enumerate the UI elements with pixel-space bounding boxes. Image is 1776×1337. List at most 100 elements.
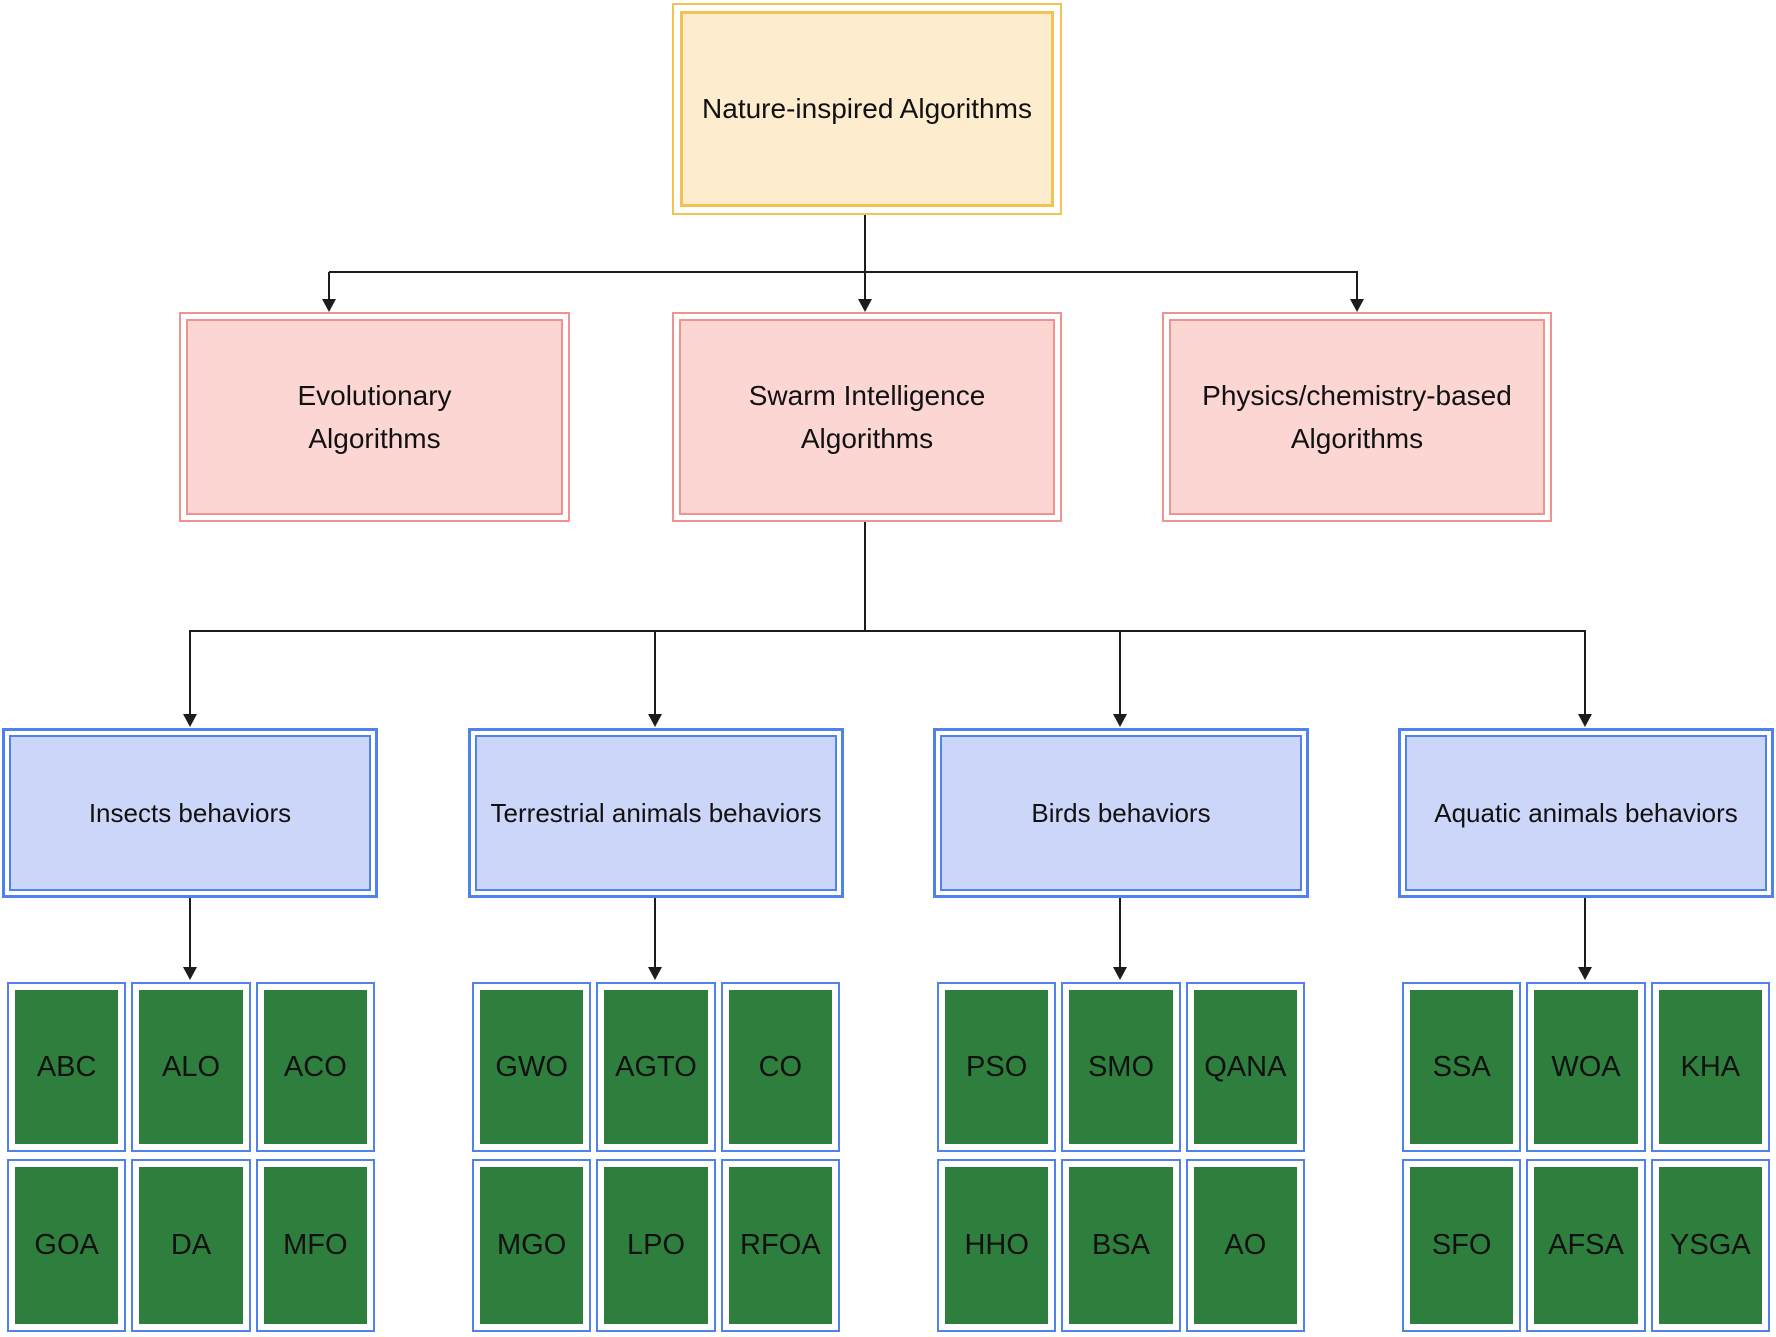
algorithm-label-abc: ABC: [36, 1050, 97, 1083]
algorithm-label-ssa: SSA: [1432, 1050, 1491, 1083]
aquatic-node-fill: Aquatic animals behaviors: [1405, 735, 1767, 891]
connector-drop-evolutionary: [328, 272, 330, 300]
algorithm-label-gwo: GWO: [495, 1050, 568, 1083]
arrowhead-aquatic: [1578, 714, 1592, 727]
connector-drop-insects: [189, 631, 191, 715]
connector-birds-to-grid: [1119, 898, 1121, 968]
node-algorithm-sfo: SFO: [1402, 1159, 1522, 1332]
swarm-node-fill: Swarm Intelligence Algorithms: [679, 319, 1055, 515]
algorithm-label-smo: SMO: [1087, 1050, 1155, 1083]
connector-drop-birds: [1119, 631, 1121, 715]
algorithm-label-mfo: MFO: [283, 1229, 348, 1261]
connector-insects-to-grid: [189, 898, 191, 968]
algorithm-label-qana: QANA: [1204, 1050, 1287, 1083]
connector-terrestrial-to-grid: [654, 898, 656, 968]
node-algorithm-agto: AGTO: [596, 982, 716, 1152]
node-algorithm-afsa: AFSA: [1526, 1159, 1646, 1332]
node-evolutionary-algorithms: Evolutionary Algorithms: [179, 312, 570, 522]
algorithm-label-lpo: LPO: [626, 1229, 685, 1261]
algorithm-label-aco: ACO: [283, 1050, 347, 1083]
node-algorithm-ao: AO: [1185, 1159, 1305, 1332]
physics-node-fill: Physics/chemistry-based Algorithms: [1169, 319, 1545, 515]
aquatic-label: Aquatic animals behaviors: [1434, 797, 1738, 828]
connector-level3-branch: [189, 630, 1586, 632]
node-insects-behaviors: Insects behaviors: [2, 728, 378, 898]
algorithm-label-goa: GOA: [34, 1229, 99, 1261]
node-algorithm-woa: WOA: [1526, 982, 1646, 1152]
algorithm-label-sfo: SFO: [1431, 1229, 1492, 1261]
arrowhead-birds-grid: [1113, 967, 1127, 980]
connector-drop-physics: [1356, 272, 1358, 300]
node-terrestrial-animals-behaviors: Terrestrial animals behaviors: [468, 728, 844, 898]
node-algorithm-goa: GOA: [7, 1159, 127, 1332]
algorithm-label-mgo: MGO: [497, 1229, 567, 1261]
node-aquatic-animals-behaviors: Aquatic animals behaviors: [1398, 728, 1774, 898]
connector-level2-branch: [329, 271, 1358, 273]
swarm-label-line2: Algorithms: [800, 423, 934, 454]
node-algorithm-qana: QANA: [1185, 982, 1305, 1152]
arrowhead-aquatic-grid: [1578, 967, 1592, 980]
connector-drop-terrestrial: [654, 631, 656, 715]
root-label: Nature-inspired Algorithms: [702, 93, 1032, 124]
algorithm-label-ao: AO: [1224, 1229, 1267, 1261]
node-algorithm-da: DA: [131, 1159, 251, 1332]
node-birds-behaviors: Birds behaviors: [933, 728, 1309, 898]
algorithm-label-hho: HHO: [964, 1229, 1029, 1261]
connector-drop-aquatic: [1584, 631, 1586, 715]
arrowhead-swarm: [858, 299, 872, 312]
arrowhead-terrestrial: [648, 714, 662, 727]
connector-root-stem: [864, 215, 866, 300]
node-algorithm-hho: HHO: [937, 1159, 1057, 1332]
node-algorithm-kha: KHA: [1650, 982, 1770, 1152]
algorithm-grid-terrestrial: GWO AGTO CO MGO LPO RFOA: [472, 982, 840, 1332]
algorithm-label-woa: WOA: [1551, 1050, 1621, 1083]
evolutionary-node-fill: Evolutionary Algorithms: [186, 319, 563, 515]
algorithm-grid-aquatic: SSA WOA KHA SFO AFSA YSGA: [1402, 982, 1770, 1332]
algorithm-label-rfoa: RFOA: [740, 1229, 821, 1261]
physics-label-line2: Algorithms: [1290, 423, 1424, 454]
arrowhead-insects-grid: [183, 967, 197, 980]
node-algorithm-ssa: SSA: [1402, 982, 1522, 1152]
algorithm-label-agto: AGTO: [615, 1050, 697, 1083]
algorithm-label-afsa: AFSA: [1548, 1229, 1624, 1261]
node-algorithm-mgo: MGO: [472, 1159, 592, 1332]
connector-swarm-stem: [864, 522, 866, 631]
node-physics-chemistry-based-algorithms: Physics/chemistry-based Algorithms: [1162, 312, 1552, 522]
node-algorithm-alo: ALO: [131, 982, 251, 1152]
node-algorithm-co: CO: [720, 982, 840, 1152]
arrowhead-insects: [183, 714, 197, 727]
connector-aquatic-to-grid: [1584, 898, 1586, 968]
swarm-label-line1: Swarm Intelligence: [748, 379, 986, 411]
algorithm-label-co: CO: [758, 1050, 803, 1083]
insects-node-fill: Insects behaviors: [9, 735, 371, 891]
node-swarm-intelligence-algorithms: Swarm Intelligence Algorithms: [672, 312, 1062, 522]
algorithm-label-kha: KHA: [1680, 1050, 1741, 1083]
node-nature-inspired-algorithms: Nature-inspired Algorithms: [672, 3, 1062, 215]
node-algorithm-abc: ABC: [7, 982, 127, 1152]
root-node-fill: Nature-inspired Algorithms: [680, 11, 1054, 207]
node-algorithm-smo: SMO: [1061, 982, 1181, 1152]
algorithm-grid-birds: PSO SMO QANA HHO BSA AO: [937, 982, 1305, 1332]
algorithm-label-pso: PSO: [966, 1050, 1028, 1083]
arrowhead-birds: [1113, 714, 1127, 727]
birds-label: Birds behaviors: [1031, 797, 1211, 828]
arrowhead-evolutionary: [322, 299, 336, 312]
node-algorithm-bsa: BSA: [1061, 1159, 1181, 1332]
algorithm-label-da: DA: [170, 1229, 212, 1261]
terrestrial-node-fill: Terrestrial animals behaviors: [475, 735, 837, 891]
node-algorithm-gwo: GWO: [472, 982, 592, 1152]
arrowhead-physics: [1350, 299, 1364, 312]
physics-label-line1: Physics/chemistry-based: [1202, 379, 1512, 411]
algorithm-label-ysga: YSGA: [1670, 1229, 1751, 1261]
birds-node-fill: Birds behaviors: [940, 735, 1302, 891]
algorithm-label-bsa: BSA: [1091, 1229, 1150, 1261]
terrestrial-label: Terrestrial animals behaviors: [490, 797, 822, 828]
evolutionary-label-line1: Evolutionary: [297, 379, 452, 411]
algorithm-grid-insects: ABC ALO ACO GOA DA MFO: [7, 982, 375, 1332]
node-algorithm-rfoa: RFOA: [720, 1159, 840, 1332]
node-algorithm-aco: ACO: [255, 982, 375, 1152]
evolutionary-label-line2: Algorithms: [308, 423, 441, 454]
node-algorithm-mfo: MFO: [255, 1159, 375, 1332]
insects-label: Insects behaviors: [88, 797, 292, 828]
